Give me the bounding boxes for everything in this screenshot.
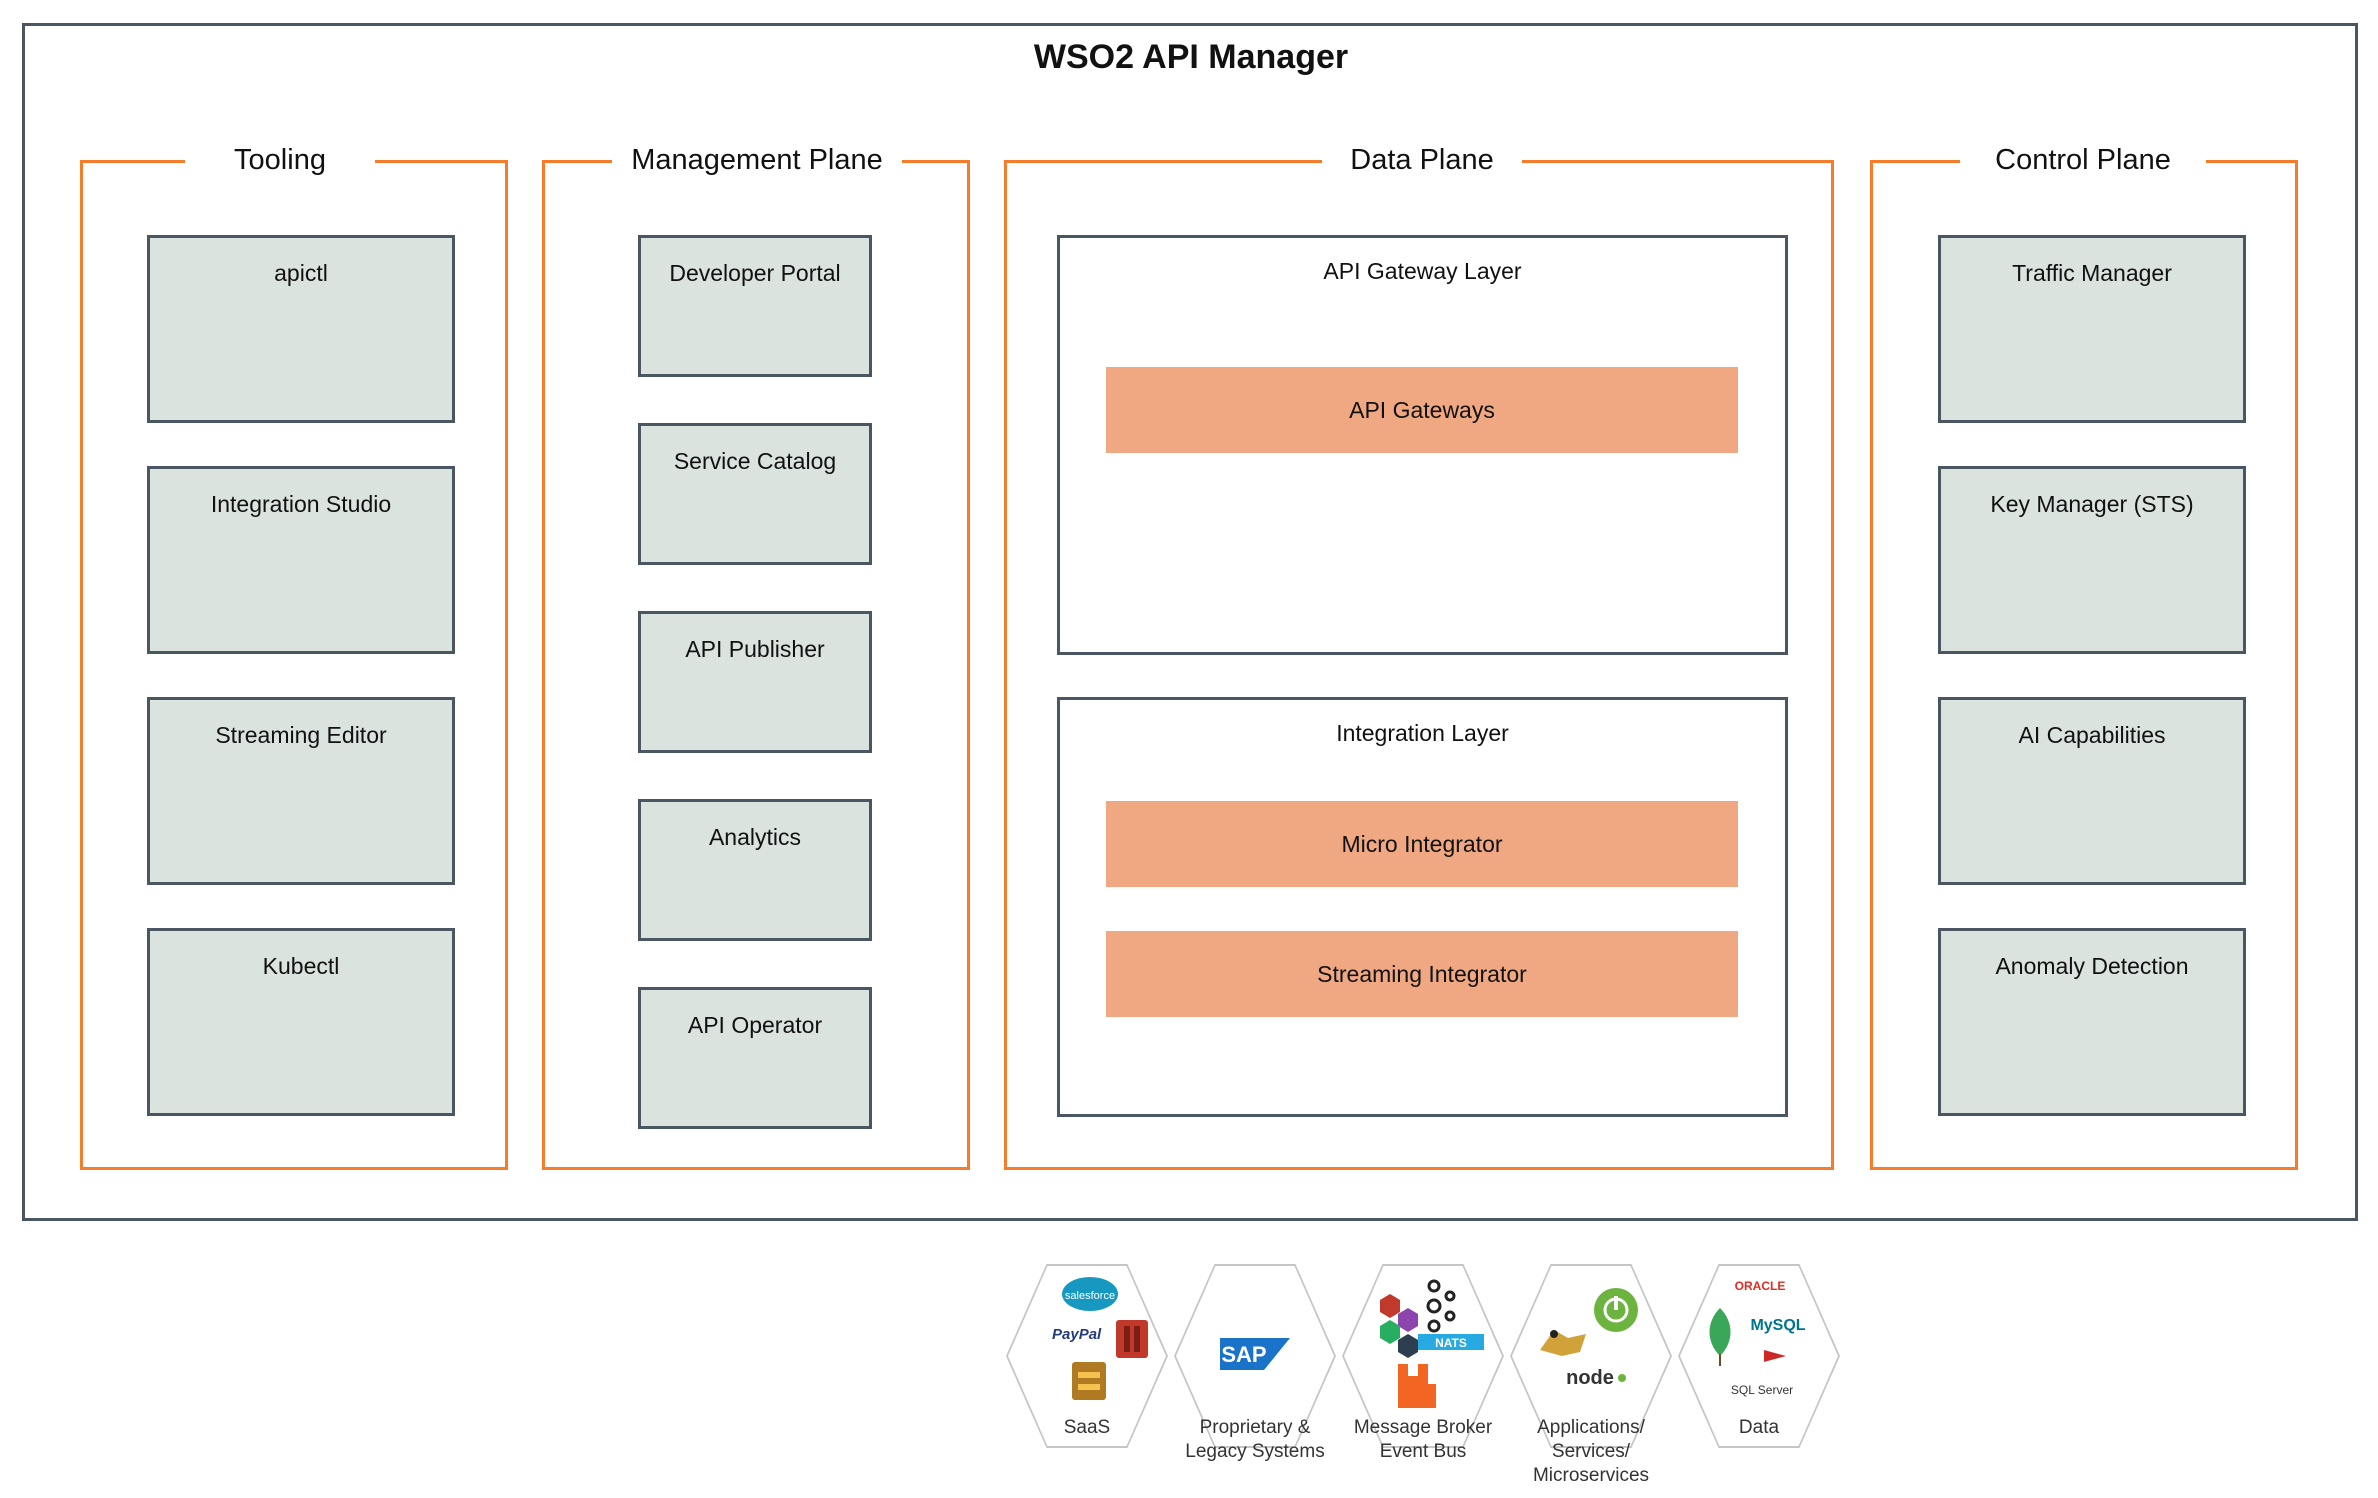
tooling-item-kubectl: Kubectl [147, 928, 455, 1116]
svg-text:MySQL: MySQL [1750, 1317, 1805, 1334]
api-manager-frame [22, 23, 2358, 1221]
management-item-api-operator: API Operator [638, 987, 872, 1129]
management-title: Management Plane [612, 140, 902, 180]
management-item-api-publisher: API Publisher [638, 611, 872, 753]
data-hexagon: ORACLE MySQL SQL Server [1678, 1264, 1840, 1448]
data-icons: ORACLE MySQL SQL Server [1709, 1279, 1806, 1397]
control-item-traffic-manager: Traffic Manager [1938, 235, 2246, 423]
page-title: WSO2 API Manager [1033, 38, 1349, 76]
applications-label: Applications/ Services/ Microservices [1532, 1417, 1650, 1486]
svg-text:salesforce: salesforce [1065, 1290, 1115, 1302]
integration-layer: Integration Layer [1057, 697, 1788, 1117]
control-item-ai-capabilities: AI Capabilities [1938, 697, 2246, 885]
management-item-analytics: Analytics [638, 799, 872, 941]
streaming-integrator-bar: Streaming Integrator [1106, 931, 1738, 1017]
svg-text:SAP: SAP [1221, 1342, 1266, 1367]
tooling-item-streaming-editor: Streaming Editor [147, 697, 455, 885]
svg-text:node: node [1566, 1367, 1614, 1389]
proprietary-hexagon: SAP [1174, 1264, 1336, 1448]
message-broker-label: Message Broker Event Bus [1353, 1417, 1493, 1462]
applications-icons: node [1540, 1288, 1638, 1389]
message-broker-hexagon: NATS [1342, 1264, 1504, 1448]
data-label: Data [1738, 1417, 1780, 1438]
management-item-developer-portal: Developer Portal [638, 235, 872, 377]
svg-text:SQL Server: SQL Server [1731, 1383, 1793, 1397]
sap-icon: SAP [1220, 1338, 1290, 1370]
api-gateways-bar: API Gateways [1106, 367, 1738, 453]
saas-label: SaaS [1063, 1417, 1111, 1438]
message-broker-icons: NATS [1380, 1279, 1484, 1408]
saas-hexagon: salesforce PayPal [1006, 1264, 1168, 1448]
svg-text:PayPal: PayPal [1052, 1326, 1102, 1343]
management-item-service-catalog: Service Catalog [638, 423, 872, 565]
control-item-key-manager: Key Manager (STS) [1938, 466, 2246, 654]
proprietary-label: Proprietary & Legacy Systems [1185, 1417, 1325, 1462]
control-item-anomaly-detection: Anomaly Detection [1938, 928, 2246, 1116]
saas-icons: salesforce PayPal [1052, 1277, 1148, 1400]
control-plane-title: Control Plane [1960, 140, 2206, 180]
micro-integrator-bar: Micro Integrator [1106, 801, 1738, 887]
tooling-title: Tooling [185, 140, 375, 180]
svg-text:NATS: NATS [1435, 1336, 1467, 1350]
tooling-item-apictl: apictl [147, 235, 455, 423]
applications-hexagon: node [1510, 1264, 1672, 1448]
svg-text:ORACLE: ORACLE [1735, 1279, 1786, 1293]
tooling-item-integration-studio: Integration Studio [147, 466, 455, 654]
data-plane-title: Data Plane [1322, 140, 1522, 180]
